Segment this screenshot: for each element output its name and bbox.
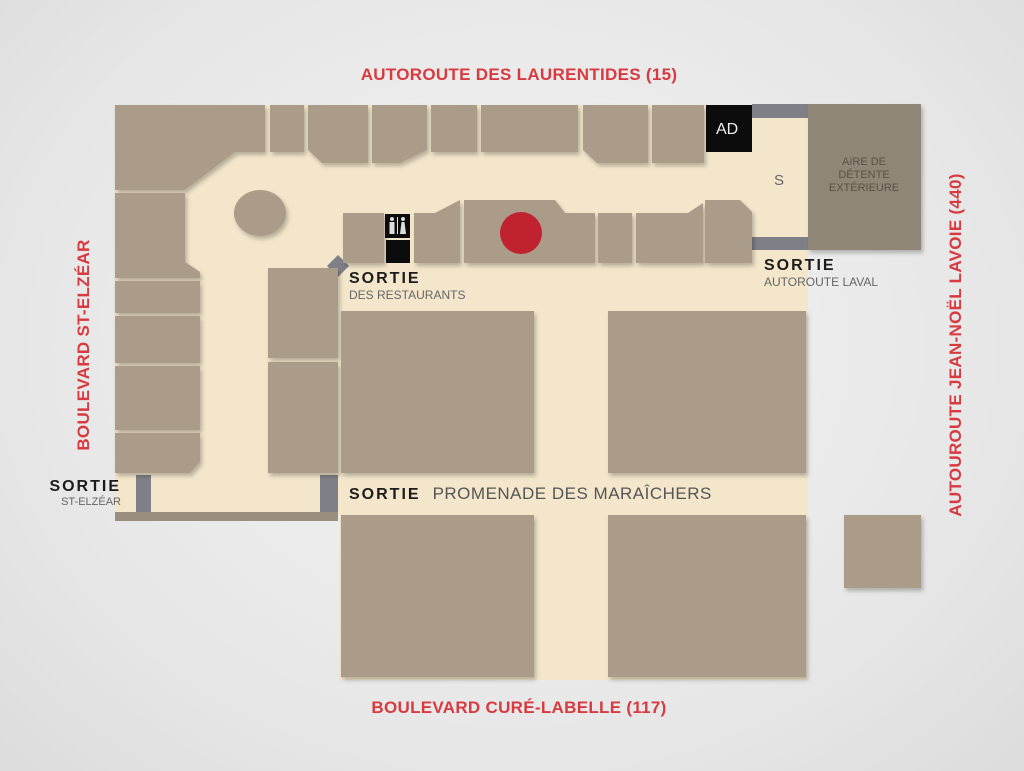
road-south: BOULEVARD CURÉ-LABELLE (117) (371, 698, 667, 717)
shop[interactable] (372, 105, 427, 163)
s-label: S (774, 172, 785, 189)
shop[interactable] (608, 311, 806, 473)
shop[interactable] (431, 105, 477, 152)
shop[interactable] (583, 105, 648, 163)
exit-sub: PROMENADE DES MARAÎCHERS (432, 484, 712, 503)
aire-line: DÉTENTE (838, 169, 890, 181)
shop[interactable] (115, 193, 200, 278)
shop[interactable] (598, 213, 632, 263)
shop[interactable] (115, 281, 200, 313)
exit-title: SORTIE (764, 257, 836, 274)
shop[interactable] (652, 105, 704, 163)
shop[interactable] (115, 366, 200, 430)
road-east: AUTOUROUTE JEAN-NOËL LAVOIE (440) (946, 173, 965, 517)
exit-restaurants[interactable]: SORTIE DES RESTAURANTS (349, 270, 465, 302)
aire-line: EXTÉRIEURE (828, 182, 900, 194)
exit-laval[interactable]: SORTIE AUTOROUTE LAVAL (764, 257, 878, 289)
ad-box[interactable] (706, 105, 752, 152)
ad-label: AD (716, 121, 739, 138)
shop[interactable] (343, 213, 384, 263)
kiosk[interactable] (234, 190, 286, 236)
aire-detente[interactable] (808, 104, 921, 250)
exit-sub: ST-ELZÉAR (61, 496, 121, 508)
shop[interactable] (705, 200, 752, 263)
restroom-icon (385, 214, 410, 263)
exit-elzear[interactable]: SORTIE ST-ELZÉAR (41, 478, 121, 508)
shop[interactable] (115, 105, 265, 190)
shop[interactable] (308, 105, 368, 163)
exit-sub: AUTOROUTE LAVAL (764, 275, 879, 289)
exit-title: SORTIE (349, 270, 421, 287)
aire-line: AIRE DE (841, 156, 887, 168)
road-west: BOULEVARD ST-ELZÉAR (74, 239, 93, 451)
exit-sub: DES RESTAURANTS (349, 288, 466, 302)
shop[interactable] (268, 268, 338, 358)
shop[interactable] (636, 203, 703, 263)
shop[interactable] (341, 311, 534, 473)
exit-title: SORTIE (49, 478, 121, 495)
shop[interactable] (844, 515, 921, 588)
shop[interactable] (268, 362, 338, 473)
shop[interactable] (414, 200, 460, 263)
shop[interactable] (270, 105, 304, 152)
shop[interactable] (115, 316, 200, 363)
exit-title: SORTIE (349, 486, 421, 503)
aire-label: AIRE DE DÉTENTE EXTÉRIEURE (829, 156, 899, 195)
location-marker (500, 212, 542, 254)
shop[interactable] (115, 433, 200, 473)
exit-maraichers[interactable]: SORTIE PROMENADE DES MARAÎCHERS (349, 484, 712, 504)
shop[interactable] (608, 515, 806, 677)
shop[interactable] (481, 105, 578, 152)
road-north: AUTOROUTE DES LAURENTIDES (15) (360, 65, 678, 84)
shop[interactable] (341, 515, 534, 677)
